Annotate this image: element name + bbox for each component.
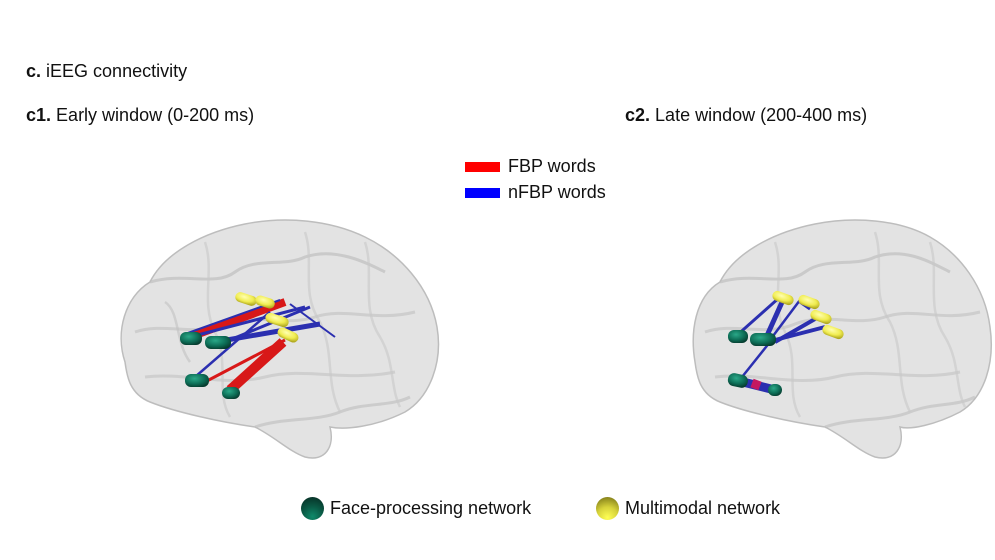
edge-nfbp	[769, 299, 801, 341]
legend-swatch-nfbp	[465, 187, 500, 198]
face-node	[205, 336, 231, 349]
multimodal-node	[255, 295, 275, 309]
multimodal-node	[810, 309, 832, 325]
face-node-icon	[301, 497, 324, 520]
panel-title-c2-text: Late window (200-400 ms)	[655, 105, 868, 125]
brain-late-window	[692, 219, 992, 459]
edge-nfbp	[194, 311, 271, 378]
multimodal-node	[772, 290, 794, 306]
legend-label-multimodal: Multimodal network	[625, 498, 781, 518]
panel-label-c2: c2.	[625, 105, 651, 125]
brain-surface	[692, 219, 992, 459]
section-title: c. iEEG connectivity	[26, 61, 187, 82]
face-node	[185, 374, 209, 387]
panel-title-late: c2. Late window (200-400 ms)	[625, 105, 867, 126]
edge-nfbp	[774, 325, 826, 342]
multimodal-node	[822, 324, 844, 340]
panel-label-c1: c1.	[26, 105, 52, 125]
legend-fbp-words: FBP words	[465, 156, 596, 177]
edge-fbp	[226, 338, 287, 394]
multimodal-node	[277, 327, 299, 343]
legend-swatch-fbp	[465, 161, 500, 172]
section-label: c.	[26, 61, 42, 81]
multimodal-node-icon	[596, 497, 619, 520]
edge-fbp	[750, 378, 762, 391]
panel-title-early: c1. Early window (0-200 ms)	[26, 105, 254, 126]
multimodal-node	[235, 292, 257, 306]
face-node	[180, 332, 202, 345]
multimodal-node	[798, 294, 820, 310]
panel-title-c1-text: Early window (0-200 ms)	[56, 105, 255, 125]
face-processing-nodes-late	[727, 330, 782, 396]
face-node	[728, 330, 748, 343]
edge-nfbp	[219, 305, 311, 346]
legend-face-processing-network: Face-processing network	[301, 497, 531, 520]
multimodal-nodes-early	[235, 292, 299, 343]
face-node	[222, 387, 240, 399]
edge-nfbp	[189, 305, 306, 339]
legend-label-fbp: FBP words	[508, 156, 596, 176]
face-node	[750, 333, 776, 346]
legend-label-nfbp: nFBP words	[508, 182, 606, 202]
legend-label-face-processing: Face-processing network	[330, 498, 532, 518]
face-node	[768, 384, 782, 396]
legend-multimodal-network: Multimodal network	[596, 497, 780, 520]
face-node	[727, 373, 748, 388]
section-title-text: iEEG connectivity	[46, 61, 188, 81]
edge-nfbp	[741, 341, 771, 378]
face-processing-nodes-early	[180, 332, 240, 399]
multimodal-node	[265, 312, 289, 328]
multimodal-nodes-late	[772, 290, 844, 340]
edge-nfbp	[289, 303, 336, 338]
brain-early-window	[120, 219, 440, 459]
legend-nfbp-words: nFBP words	[465, 182, 606, 203]
